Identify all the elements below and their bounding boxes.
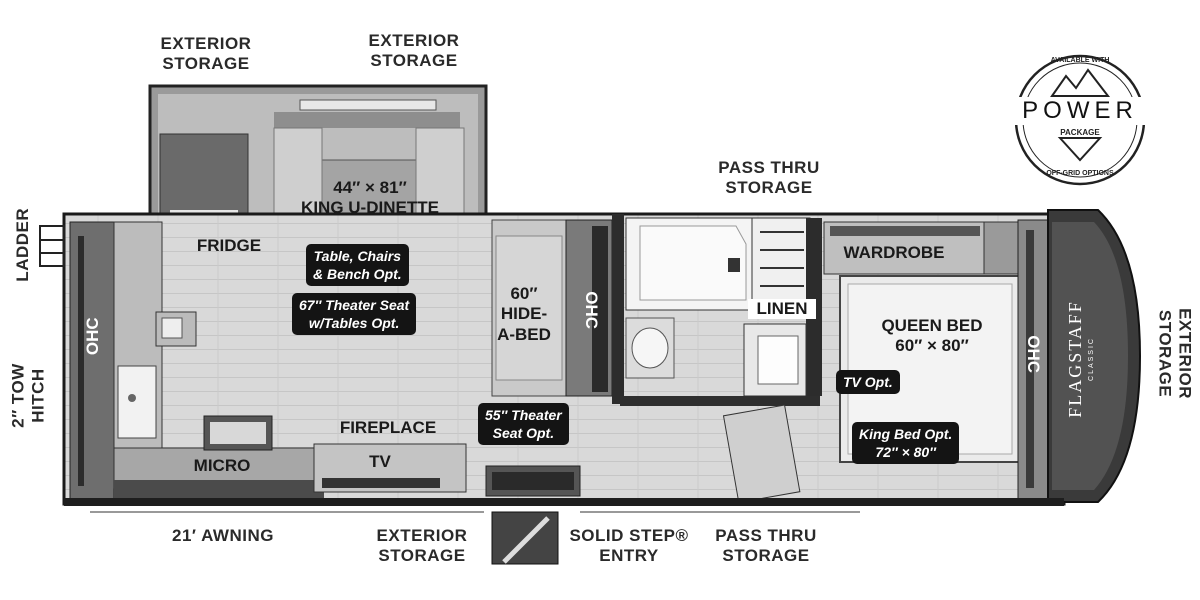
tag-theater-seat-55: 55″ Theater Seat Opt. [478,403,569,446]
tow-hitch-line1: 2″ TOW [8,363,28,428]
fireplace-label: FIREPLACE [339,418,437,437]
pass-thru-top-line1: PASS THRU [718,158,820,177]
tag-theater-55-line1: 55″ Theater [485,407,562,423]
ohc-mid-label: OHC [582,291,602,330]
power-badge-bottom: OFF-GRID OPTIONS [1046,170,1114,177]
micro-label: MICRO [193,456,251,475]
ohc-left-label: OHC [82,317,102,356]
tag-theater-seat-67: 67″ Theater Seat w/Tables Opt. [292,293,417,336]
label-pass-thru-storage-bottom: PASS THRU STORAGE [704,526,828,565]
brand-logo: FLAGSTAFF CLASSIC [1065,289,1095,429]
dinette-bench-back [274,112,460,128]
ohc-right-label: OHC [1024,335,1044,374]
queen-bed-line2: 60″ × 80″ [895,336,969,356]
tag-table-chairs-line2: & Bench Opt. [313,266,402,283]
dinette-table [321,159,417,215]
dinette-name: KING U-DINETTE [301,198,439,218]
linen-label: LINEN [748,299,816,320]
label-exterior-storage-2: EXTERIOR STORAGE [356,31,472,70]
exterior-storage-2-line2: STORAGE [370,50,458,70]
ladder-rungs [39,225,65,267]
label-exterior-storage-right: EXTERIOR STORAGE [1155,296,1195,412]
label-awning: 21′ AWNING [172,526,274,545]
exterior-storage-1-line2: STORAGE [162,53,250,73]
dinette-label: 44″ × 81″ KING U-DINETTE [270,178,470,219]
tag-theater-67-line2: w/Tables Opt. [308,315,400,332]
label-solid-step-entry: SOLID STEP® ENTRY [562,526,696,565]
label-tow-hitch: 2″ TOW HITCH [8,346,47,446]
front-cabinet [69,221,115,501]
nightstand [983,221,1019,275]
dinette-bench-left [273,127,323,219]
exterior-storage-2-line1: EXTERIOR [368,31,460,50]
tag-theater-55-line2: Seat Opt. [492,425,555,442]
exterior-storage-right-line2: STORAGE [1156,309,1175,398]
tag-king-bed: King Bed Opt. 72″ × 80″ [852,422,960,465]
label-pass-thru-storage-top: PASS THRU STORAGE [706,158,832,197]
tag-table-chairs: Table, Chairs & Bench Opt. [306,244,409,287]
tv-label: TV [369,452,391,471]
brand-name: FLAGSTAFF [1065,300,1085,418]
hide-a-bed-label: 60″ HIDE- A-BED [484,284,564,345]
label-exterior-storage-1: EXTERIOR STORAGE [148,34,264,73]
dinette-bench-right [415,127,465,219]
queen-bed-line1: QUEEN BED [881,316,983,335]
hide-a-bed-line3: A-BED [497,324,551,344]
label-exterior-storage-bottom: EXTERIOR STORAGE [364,526,480,565]
pass-thru-bottom-line2: STORAGE [722,545,810,565]
wardrobe-label: WARDROBE [843,243,945,262]
solid-step-line1: SOLID STEP® [569,526,689,545]
power-badge-top: AVAILABLE WITH [1050,57,1110,64]
label-ladder: LADDER [13,207,33,282]
bath-wall [612,214,624,404]
exterior-storage-bottom-line1: EXTERIOR [376,526,468,545]
tag-table-chairs-line1: Table, Chairs [313,248,402,264]
tag-king-bed-line1: King Bed Opt. [859,426,953,442]
power-badge-mid: PACKAGE [1060,128,1100,137]
solid-step-line2: ENTRY [599,545,659,565]
tag-theater-67-line1: 67″ Theater Seat [299,297,410,313]
exterior-storage-right-line1: EXTERIOR [1175,308,1195,399]
tag-king-bed-line2: 72″ × 80″ [875,444,936,461]
exterior-storage-bottom-line2: STORAGE [378,545,466,565]
queen-bed-label: QUEEN BED 60″ × 80″ [850,316,1014,357]
fridge-label: FRIDGE [196,236,262,255]
pass-thru-bottom-line1: PASS THRU [715,526,817,545]
bath-door [722,404,801,504]
pass-thru-top-line2: STORAGE [725,177,813,197]
tow-hitch-line2: HITCH [28,368,47,423]
hide-a-bed-line1: 60″ [510,284,538,303]
brand-sub: CLASSIC [1088,337,1095,381]
fridge-unit [159,133,249,219]
exterior-storage-1-line1: EXTERIOR [160,34,252,53]
dinette-size: 44″ × 81″ [333,178,407,197]
hide-a-bed-line2: HIDE- [500,304,548,324]
tag-tv-opt: TV Opt. [836,370,900,395]
sink [117,365,157,439]
power-badge-word: POWER [1014,97,1146,125]
